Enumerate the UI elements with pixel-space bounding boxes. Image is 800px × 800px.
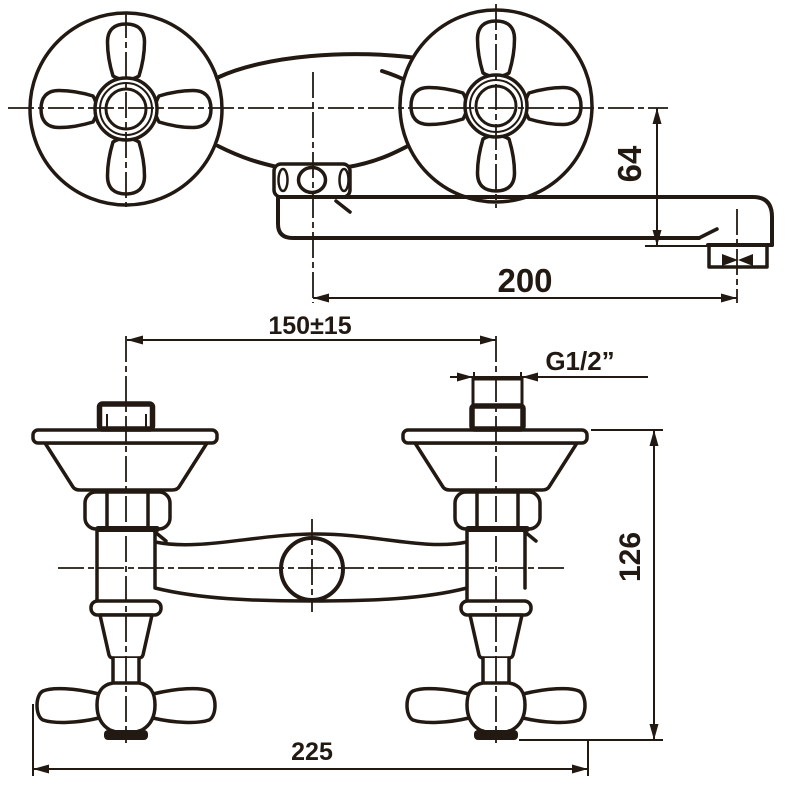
dimension-mounting-centers: 150±15 [127, 312, 496, 345]
dimension-body-depth: 126 [519, 429, 663, 741]
right-leg [403, 372, 587, 740]
dimension-overall-width: 225 [32, 704, 589, 776]
aerator [707, 243, 769, 269]
dim-label-126: 126 [614, 532, 647, 582]
dim-label-200: 200 [497, 262, 552, 299]
dim-label-64: 64 [611, 145, 648, 182]
dim-label-g12: G1/2” [545, 346, 614, 376]
right-inlet-nipple [469, 372, 526, 432]
escutcheon [272, 162, 352, 199]
plan-view: 150±15 G1/2” 126 225 [33, 312, 663, 776]
spout [276, 195, 774, 269]
dimension-thread-size: G1/2” [450, 346, 648, 382]
left-leg [33, 401, 217, 740]
dim-label-150: 150±15 [268, 312, 351, 340]
front-view-centerlines [8, 4, 738, 303]
front-view: 64 200 [8, 4, 774, 303]
dimension-spout-reach: 200 [313, 262, 737, 303]
dim-label-225: 225 [291, 738, 333, 766]
plan-view-centerlines [58, 336, 565, 743]
dimension-spout-height: 64 [611, 108, 710, 247]
